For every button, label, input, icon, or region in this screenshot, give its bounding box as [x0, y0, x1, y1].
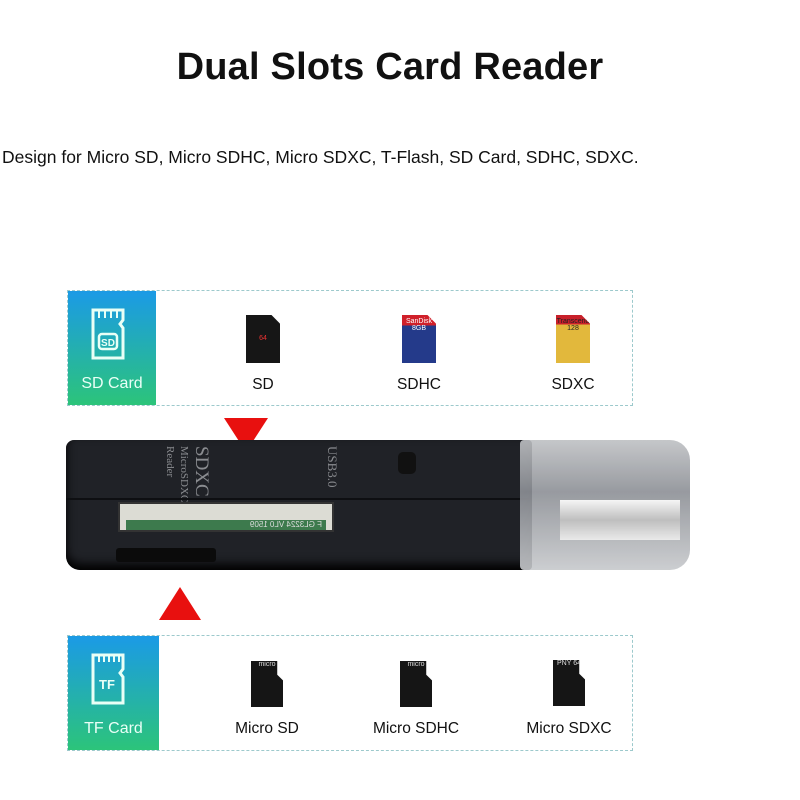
- sd-card-image: 64: [246, 315, 280, 363]
- tf-card-badge: TF TF Card: [68, 636, 159, 750]
- sdhc-item: SanDisk 8GB SDHC: [359, 291, 479, 407]
- micro-sd-item: micro Micro SD: [207, 636, 327, 752]
- usb-connector: [520, 440, 690, 570]
- page-title: Dual Slots Card Reader: [176, 46, 604, 88]
- sd-card-label: SD Card: [81, 375, 143, 392]
- sdxc-item-label: SDXC: [551, 376, 595, 393]
- sdxc-card-image: Transcend 128: [556, 315, 590, 363]
- svg-text:SD: SD: [101, 338, 115, 349]
- micro-sd-label: Micro SD: [235, 720, 299, 737]
- sd-card-slot: F GL3224 VL0 1509: [118, 502, 334, 532]
- tf-card-label: TF Card: [84, 720, 143, 737]
- sdxc-item: Transcend 128 SDXC: [513, 291, 633, 407]
- tf-card-panel: TF TF Card micro Micro SD micro Micro SD…: [67, 635, 633, 751]
- card-reader-body: SDXC MicroSDXC Reader USB3.0 F GL3224 VL…: [66, 440, 532, 570]
- svg-text:TF: TF: [99, 677, 115, 692]
- micro-sdxc-item: PNY 64 Micro SDXC: [509, 636, 629, 752]
- led-indicator: [398, 452, 416, 474]
- tf-slot-arrow-icon: [159, 587, 201, 620]
- micro-sdhc-item: micro Micro SDHC: [356, 636, 476, 752]
- reader-text-reader: Reader: [164, 446, 176, 478]
- micro-sdhc-image: micro: [400, 661, 432, 707]
- sd-card-panel: SD SD Card 64 SD SanDisk 8GB SDHC Transc…: [67, 290, 633, 406]
- tf-card-icon: TF: [91, 653, 125, 705]
- sdhc-item-label: SDHC: [397, 376, 441, 393]
- micro-sd-image: micro: [251, 661, 283, 707]
- sd-item-label: SD: [252, 376, 274, 393]
- micro-sdxc-image: PNY 64: [553, 660, 585, 706]
- sd-card-icon: SD: [91, 308, 125, 360]
- micro-sdxc-label: Micro SDXC: [526, 720, 612, 737]
- sdhc-card-image: SanDisk 8GB: [402, 315, 436, 363]
- micro-sdhc-label: Micro SDHC: [372, 720, 460, 737]
- reader-text-usb: USB3.0: [325, 446, 340, 488]
- subtitle: Design for Micro SD, Micro SDHC, Micro S…: [2, 147, 639, 167]
- tf-card-slot: [116, 548, 216, 562]
- sd-item: 64 SD: [203, 291, 323, 407]
- reader-text-sdxc: SDXC: [191, 446, 212, 497]
- reader-text-microsdxc: MicroSDXC: [178, 446, 190, 503]
- sd-card-badge: SD SD Card: [68, 291, 156, 405]
- inserted-card: F GL3224 VL0 1509: [126, 520, 326, 530]
